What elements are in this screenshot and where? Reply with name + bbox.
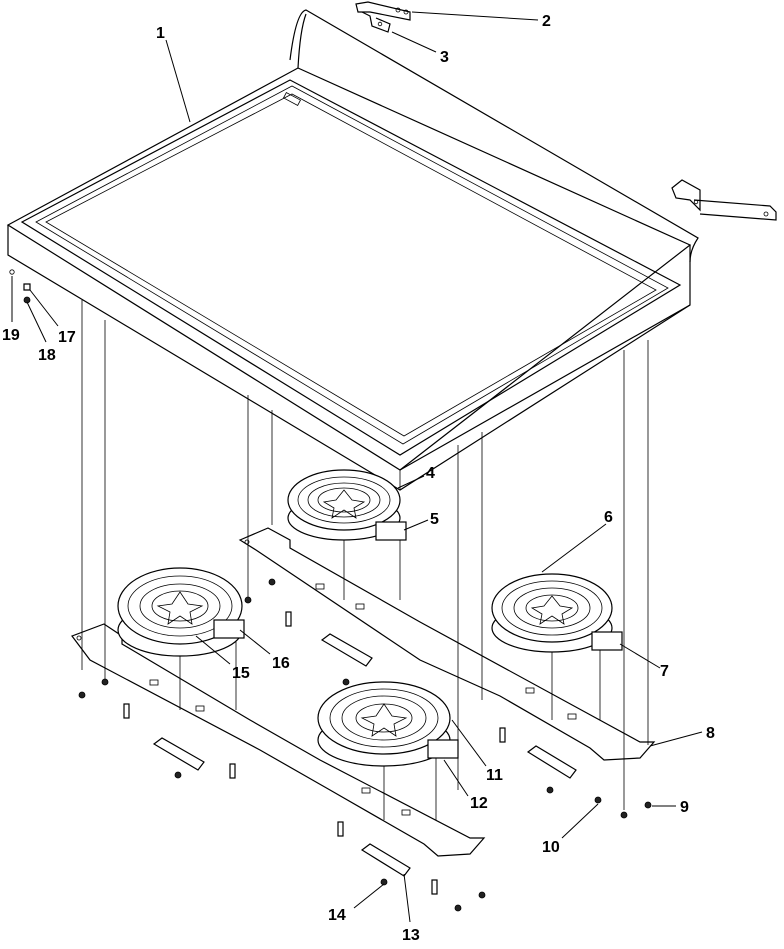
callout-2: 2: [542, 13, 551, 30]
leader-lines: [11, 11, 703, 923]
callout-1: 1: [156, 25, 165, 42]
callout-18: 18: [38, 347, 56, 364]
element-rear-center: [287, 469, 407, 541]
callout-10: 10: [542, 839, 560, 856]
element-front-center: [317, 681, 459, 767]
callout-19: 19: [2, 327, 20, 344]
callout-3: 3: [440, 49, 449, 66]
callout-4: 4: [426, 465, 435, 482]
callout-17: 17: [58, 329, 76, 346]
hardware-left-cluster: [9, 269, 31, 304]
callout-13: 13: [402, 927, 420, 944]
callout-9: 9: [680, 799, 689, 816]
callout-16: 16: [272, 655, 290, 672]
callout-labels: 1 2 3 4 5 6 7 8 9 10 11 12 13 14 15 16 1…: [2, 13, 715, 944]
callout-8: 8: [706, 725, 715, 742]
screws: [78, 578, 652, 912]
callout-11: 11: [486, 767, 503, 784]
callout-14: 14: [328, 907, 346, 924]
element-left: [117, 567, 245, 657]
hinge-bracket-left: [355, 1, 411, 33]
clips: [152, 633, 577, 877]
callout-12: 12: [470, 795, 488, 812]
callout-7: 7: [660, 663, 669, 680]
cooktop-glass: [6, 9, 699, 491]
bracket-slots: [149, 583, 577, 816]
support-bracket-rear: [238, 527, 656, 761]
element-right: [491, 573, 623, 653]
callout-15: 15: [232, 665, 250, 682]
hinge-bracket-right: [671, 179, 777, 221]
callout-5: 5: [430, 511, 439, 528]
callout-6: 6: [604, 509, 613, 526]
